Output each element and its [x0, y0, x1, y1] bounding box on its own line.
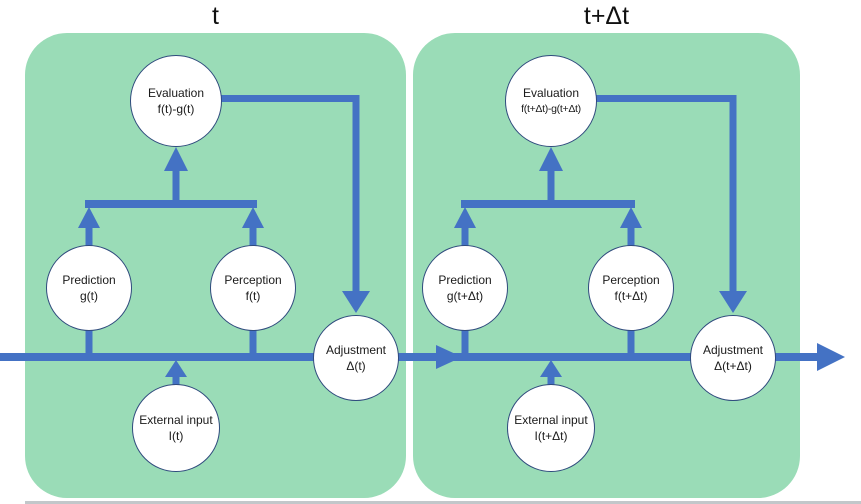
timeline-line: [0, 353, 820, 361]
node-label: Evaluation: [147, 86, 205, 100]
evaluation-up-arrowhead-icon: [164, 147, 188, 171]
perception-up-arrowhead-icon: [242, 207, 264, 228]
node-formula: f(t): [245, 289, 261, 303]
node-formula: f(t+Δt): [614, 289, 648, 303]
node-prediction-t: Prediction g(t): [46, 245, 132, 331]
evaluation-adjustment-vline-t-dt: [729, 95, 737, 293]
node-formula: g(t+Δt): [446, 289, 484, 303]
node-external-input-t-plus-dt: External input I(t+Δt): [507, 384, 595, 472]
evaluation-up-stem-t-dt: [547, 170, 555, 206]
node-label: External input: [514, 413, 588, 427]
evaluation-adjustment-vline-t: [352, 95, 360, 293]
timestep-title-t: t: [212, 2, 219, 30]
prediction-timeline-stem-t: [85, 326, 93, 357]
node-perception-t: Perception f(t): [210, 245, 296, 331]
bottom-divider-line: [25, 501, 861, 504]
node-label: External input: [139, 413, 213, 427]
timeline-mid-arrowhead-icon: [436, 345, 462, 369]
node-adjustment-t-plus-dt: Adjustment Δ(t+Δt): [690, 315, 776, 401]
node-formula: f(t+Δt)-g(t+Δt): [521, 103, 581, 115]
node-formula: Δ(t): [346, 359, 366, 373]
node-formula: g(t): [80, 289, 98, 303]
node-label: Prediction: [438, 273, 492, 287]
node-formula: Δ(t+Δt): [714, 359, 752, 373]
node-adjustment-t: Adjustment Δ(t): [313, 315, 399, 401]
timestep-title-t-plus-dt: t+Δt: [583, 2, 630, 30]
adjustment-down-arrowhead-icon: [719, 291, 747, 313]
evaluation-up-arrowhead-icon: [539, 147, 563, 171]
adjustment-down-arrowhead-icon: [342, 291, 370, 313]
node-formula: I(t+Δt): [534, 429, 568, 443]
evaluation-up-stem-t: [172, 170, 180, 206]
node-label: Perception: [602, 273, 660, 287]
timeline-end-arrowhead-icon: [817, 343, 845, 371]
node-evaluation-t-plus-dt: Evaluation f(t+Δt)-g(t+Δt): [505, 55, 597, 147]
node-formula: f(t)-g(t): [157, 102, 195, 116]
external-input-stem-t-dt: [547, 375, 555, 387]
perception-timeline-stem-t-dt: [627, 326, 635, 357]
prediction-up-stem-t: [85, 227, 93, 246]
node-external-input-t: External input I(t): [132, 384, 220, 472]
external-input-arrowhead-icon: [540, 360, 562, 377]
node-prediction-t-plus-dt: Prediction g(t+Δt): [422, 245, 508, 331]
node-label: Evaluation: [522, 86, 580, 100]
node-formula: I(t): [168, 429, 184, 443]
node-label: Perception: [224, 273, 282, 287]
external-input-arrowhead-icon: [165, 360, 187, 377]
perception-timeline-stem-t: [249, 326, 257, 357]
prediction-up-arrowhead-icon: [454, 207, 476, 228]
perception-up-stem-t: [249, 227, 257, 246]
perception-up-stem-t-dt: [627, 227, 635, 246]
evaluation-adjustment-hline-t-dt: [593, 95, 731, 102]
node-perception-t-plus-dt: Perception f(t+Δt): [588, 245, 674, 331]
prediction-up-arrowhead-icon: [78, 207, 100, 228]
node-label: Adjustment: [702, 343, 764, 357]
node-label: Prediction: [62, 273, 116, 287]
prediction-timeline-stem-t-dt: [461, 326, 469, 357]
evaluation-adjustment-hline-t: [218, 95, 356, 102]
node-evaluation-t: Evaluation f(t)-g(t): [130, 55, 222, 147]
compare-bar-t: [85, 200, 257, 208]
node-label: Adjustment: [325, 343, 387, 357]
external-input-stem-t: [172, 375, 180, 387]
perception-up-arrowhead-icon: [620, 207, 642, 228]
prediction-up-stem-t-dt: [461, 227, 469, 246]
